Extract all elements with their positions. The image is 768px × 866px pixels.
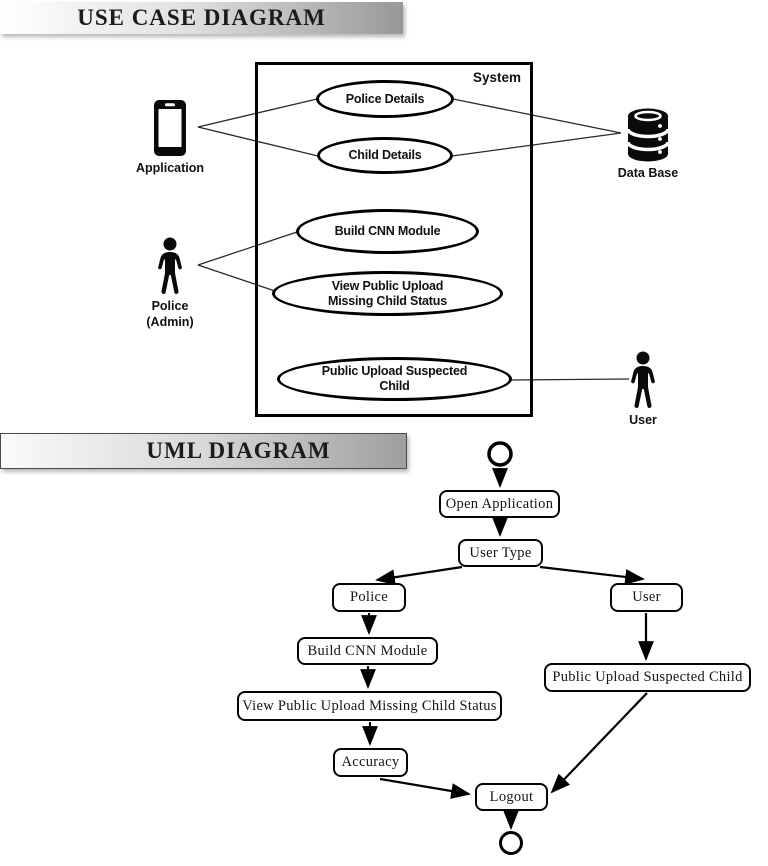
- arrow-accuracy-logout: [379, 777, 471, 799]
- usecase-label: Police Details: [345, 91, 425, 106]
- uml-node-label: User Type: [469, 544, 532, 561]
- usecase-label: Child Details: [348, 148, 422, 162]
- end-node: [499, 831, 523, 855]
- database-icon: [627, 108, 669, 162]
- usecase-police-details: Police Details: [316, 80, 454, 118]
- use-case-title-text: USE CASE DIAGRAM: [77, 5, 326, 30]
- uml-node-build-cnn-module: Build CNN Module: [297, 637, 438, 665]
- assoc-child-details-database: [451, 132, 622, 157]
- uml-node-open-application: Open Application: [439, 490, 560, 518]
- uml-node-accuracy: Accuracy: [333, 748, 408, 777]
- actor-label: User: [629, 413, 657, 427]
- usecase-view-public-upload-status: View Public Upload Missing Child Status: [272, 271, 503, 316]
- usecase-label: Build CNN Module: [334, 224, 441, 238]
- uml-node-label: View Public Upload Missing Child Status: [242, 697, 497, 714]
- uml-node-user: User: [610, 583, 683, 612]
- uml-node-label: Police: [349, 589, 389, 605]
- assoc-application-child-details: [197, 126, 319, 157]
- uml-node-logout: Logout: [475, 783, 548, 811]
- uml-node-label: Accuracy: [341, 754, 400, 770]
- assoc-police-build-cnn: [197, 231, 298, 266]
- actor-application: Application: [125, 99, 215, 177]
- arrow-public-upload-logout: [550, 692, 648, 794]
- start-node: [487, 441, 513, 467]
- smartphone-icon: [154, 100, 186, 156]
- uml-node-label: Logout: [489, 788, 534, 805]
- uml-node-view-public-upload-missing-child-status: View Public Upload Missing Child Status: [237, 691, 502, 721]
- person-icon: [631, 351, 655, 408]
- uml-node-label: User: [632, 589, 661, 605]
- usecase-label-line2: Child: [379, 379, 410, 393]
- arrow-user-type-user: [539, 565, 645, 585]
- system-boundary: System: [255, 62, 533, 417]
- uml-node-label: Open Application: [445, 495, 554, 512]
- actor-police-admin: Police (Admin): [125, 237, 215, 330]
- usecase-label-line1: View Public Upload: [331, 278, 444, 293]
- usecase-child-details: Child Details: [317, 137, 453, 174]
- actor-label: Application: [135, 161, 205, 175]
- uml-title-text: UML DIAGRAM: [146, 438, 331, 463]
- actor-label: Data Base: [617, 166, 679, 180]
- uml-node-label: Build CNN Module: [307, 642, 428, 659]
- assoc-police-details-database: [452, 98, 622, 134]
- actor-database: Data Base: [603, 108, 693, 182]
- uml-node-public-upload-suspected-child: Public Upload Suspected Child: [544, 663, 751, 692]
- system-label: System: [472, 70, 521, 85]
- actor-user: User: [598, 351, 688, 429]
- assoc-police-view-status: [197, 264, 276, 292]
- arrow-user-type-police: [375, 565, 463, 586]
- uml-node-label: Public Upload Suspected Child: [552, 669, 743, 685]
- usecase-label-line2: Missing Child Status: [328, 293, 447, 308]
- usecase-build-cnn-module: Build CNN Module: [296, 209, 479, 254]
- use-case-title: USE CASE DIAGRAM: [0, 2, 403, 34]
- usecase-label-line1: Public Upload Suspected: [321, 364, 468, 378]
- actor-label-line2: (Admin): [146, 314, 194, 329]
- usecase-public-upload-suspected-child: Public Upload Suspected Child: [277, 357, 512, 401]
- uml-node-police: Police: [332, 583, 406, 612]
- uml-node-user-type: User Type: [458, 539, 543, 567]
- person-icon: [158, 237, 182, 294]
- actor-label: Police: [151, 299, 189, 313]
- uml-title: UML DIAGRAM: [0, 433, 407, 469]
